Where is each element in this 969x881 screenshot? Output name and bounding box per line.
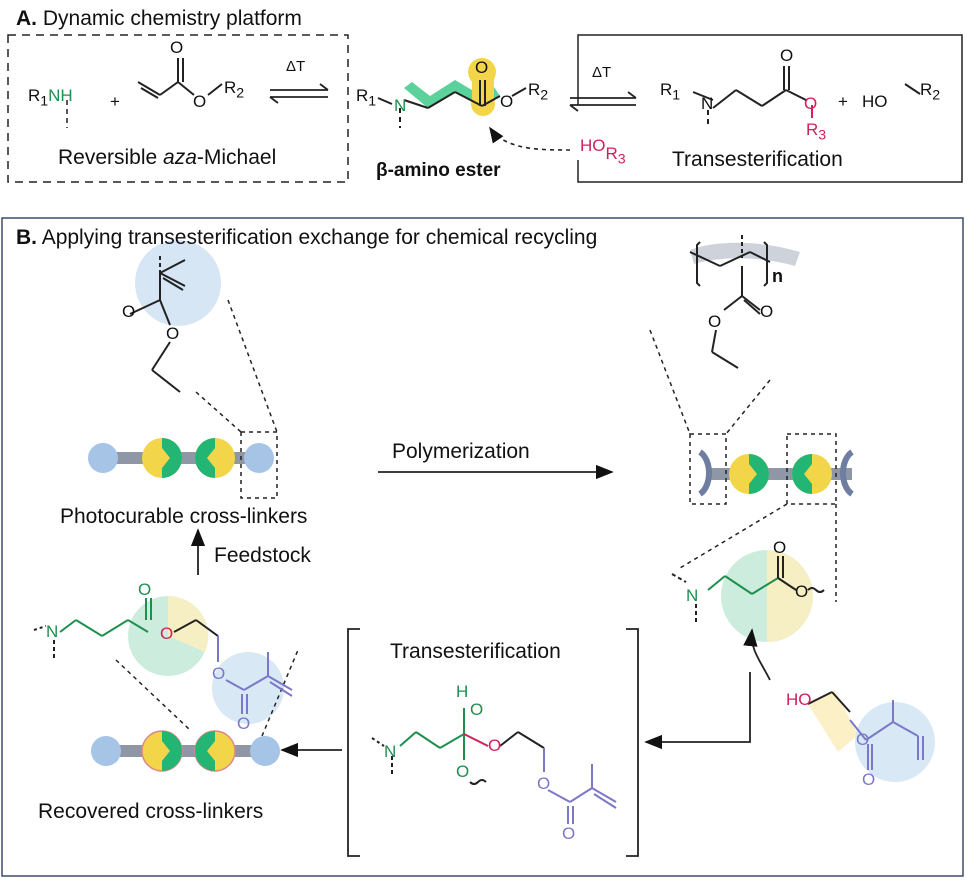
intermediate-bridge-o: O xyxy=(488,736,502,755)
acrylate-carbonyl-o: O xyxy=(170,38,184,57)
panel-b-heading: B. Applying transesterification exchange… xyxy=(16,226,597,250)
delta-t-2: ΔT xyxy=(592,64,612,81)
equilibrium-arrows-1 xyxy=(269,83,329,104)
bae-n: N xyxy=(394,96,407,115)
hema-carbonyl-o: O xyxy=(862,770,876,789)
recovered-carbonyl-o-2: O xyxy=(237,714,251,733)
bae-r2: R2 xyxy=(528,80,549,104)
transesterified-product xyxy=(692,66,921,128)
recovered-n: N xyxy=(46,622,59,641)
polymer-repeat-unit xyxy=(689,235,800,369)
hema-ester-o: O xyxy=(856,730,870,749)
panel-a-letter: A. xyxy=(16,7,37,30)
nucleophile-attack-arrow xyxy=(489,126,571,151)
byproduct-r2: R2 xyxy=(920,80,941,104)
recovered-crosslinker-beads xyxy=(91,730,280,772)
recovered-crosslinkers-label: Recovered cross-linkers xyxy=(38,800,264,823)
network-ester-o: O xyxy=(795,582,809,601)
transesterification-label-a: Transesterification xyxy=(672,148,843,171)
transesterification-box xyxy=(577,34,963,183)
product-carbonyl-o: O xyxy=(780,46,794,65)
transesterification-brackets xyxy=(347,628,639,857)
intermediate-carbonyl-o: O xyxy=(562,824,576,843)
recovered-monomer-structure xyxy=(33,595,299,737)
network-carbonyl-o: O xyxy=(773,538,787,557)
methacrylate-carbonyl-o: O xyxy=(122,302,136,321)
reversible-aza-michael-label: Reversible aza-Michael xyxy=(58,146,277,169)
polymerization-label: Polymerization xyxy=(392,440,530,463)
panel-b-frame xyxy=(1,217,964,877)
panel-b-letter: B. xyxy=(16,226,37,249)
equilibrium-arrows-2 xyxy=(569,91,637,112)
recovered-bridge-o: O xyxy=(160,624,174,643)
acrylate-r2: R2 xyxy=(224,78,245,102)
methacrylate-ester-o: O xyxy=(166,324,180,343)
bae-ester-o: O xyxy=(500,92,514,111)
polymer-carbonyl-o: O xyxy=(760,302,774,321)
hema-ho: HO xyxy=(786,690,812,709)
methacrylate-fragment xyxy=(129,240,221,393)
panel-b-title: Applying transesterification exchange fo… xyxy=(41,226,598,249)
plus-2: + xyxy=(838,92,848,111)
photocurable-crosslinkers-label: Photocurable cross-linkers xyxy=(60,505,308,528)
recovered-ester-bead-1 xyxy=(141,730,183,772)
network-ester-fragment xyxy=(671,550,825,681)
feedstock-label: Feedstock xyxy=(214,544,311,567)
network-n: N xyxy=(686,586,699,605)
recovered-carbonyl-o: O xyxy=(138,580,152,599)
intermediate-oh-o: O xyxy=(470,700,484,719)
hydroxyethyl-methacrylate xyxy=(807,690,935,782)
plus-1: + xyxy=(110,92,120,111)
beta-amino-ester-label: β-amino ester xyxy=(376,160,501,181)
network-ester-bead-2 xyxy=(792,454,832,494)
aza-michael-dashed-box xyxy=(7,34,349,183)
acrylate-ester-o: O xyxy=(193,92,207,111)
network-ester-bead-1 xyxy=(729,454,769,494)
bae-carbonyl-o: O xyxy=(475,58,489,77)
ho-r3-reagent: HOR3 xyxy=(580,136,626,168)
intermediate-h: H xyxy=(456,682,469,701)
intermediate-ester-o: O xyxy=(537,774,551,793)
repeat-unit-n: n xyxy=(772,266,783,286)
ho-r2-byproduct: HO xyxy=(862,92,888,111)
panel-a-title: Dynamic chemistry platform xyxy=(42,7,302,30)
product-r1: R1 xyxy=(660,80,681,104)
transesterification-label-b: Transesterification xyxy=(390,640,561,663)
r1-nh-label: R1NH xyxy=(28,86,73,110)
crosslinked-network-beads xyxy=(649,329,855,602)
tetrahedral-intermediate xyxy=(371,708,617,824)
beta-amino-ester-structure xyxy=(377,58,527,128)
network-to-transesterification-arrow xyxy=(644,672,751,750)
recovered-ester-bead-2 xyxy=(194,730,236,772)
bae-r1: R1 xyxy=(356,86,377,110)
product-r3: R3 xyxy=(806,120,827,144)
product-ester-o: O xyxy=(804,94,818,113)
ester-bead-1 xyxy=(142,438,182,478)
photocurable-crosslinker-beads xyxy=(88,299,278,499)
recovered-ester-o: O xyxy=(212,664,226,683)
product-n: N xyxy=(701,94,714,113)
intermediate-lower-o: O xyxy=(456,762,470,781)
delta-t-1: ΔT xyxy=(286,58,306,75)
polymer-ester-o: O xyxy=(708,312,722,331)
panel-a-heading: A. Dynamic chemistry platform xyxy=(16,7,302,31)
acrylate-reactant xyxy=(137,58,223,99)
ester-bead-2 xyxy=(195,438,235,478)
intermediate-n: N xyxy=(384,742,397,761)
